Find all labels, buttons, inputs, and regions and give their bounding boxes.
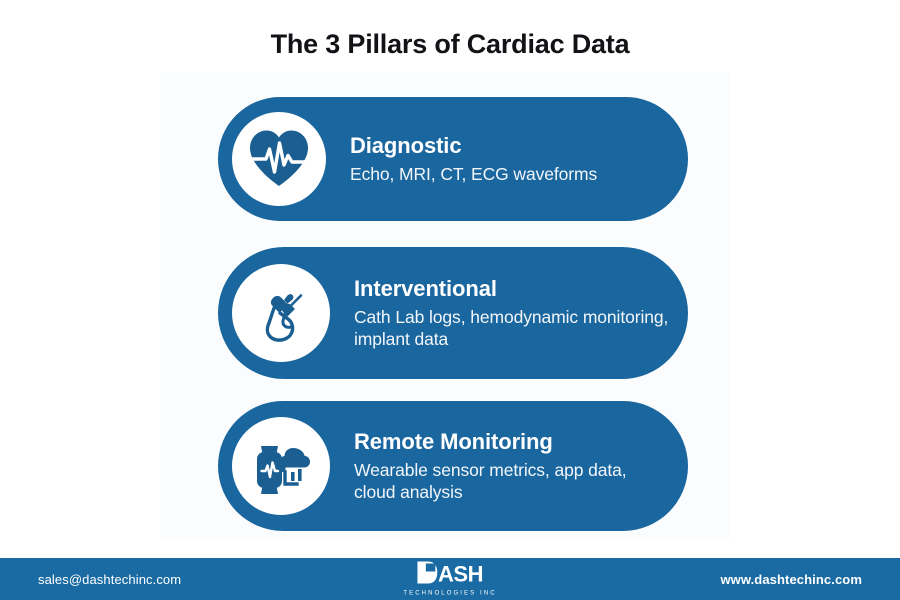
card-title: Interventional (354, 276, 497, 302)
page-title: The 3 Pillars of Cardiac Data (270, 29, 630, 59)
card-description: Cath Lab logs, hemodynamic monitoring, i… (354, 306, 669, 349)
card-description: Wearable sensor metrics, app data, cloud… (354, 459, 627, 502)
pillar-card-list: Diagnostic Echo, MRI, CT, ECG waveforms (218, 97, 688, 531)
footer-bar: sales@dashtechinc.com ASH TECHNOLOGIES I… (0, 558, 900, 600)
card-text-block: Remote Monitoring Wearable sensor metric… (330, 429, 688, 502)
logo-wordmark: ASH (438, 561, 483, 587)
logo-tagline: TECHNOLOGIES INC (403, 590, 497, 597)
pillar-card-remote-monitoring[interactable]: Remote Monitoring Wearable sensor metric… (218, 401, 688, 531)
pillar-card-diagnostic[interactable]: Diagnostic Echo, MRI, CT, ECG waveforms (218, 97, 688, 221)
card-text-block: Interventional Cath Lab logs, hemodynami… (330, 276, 688, 349)
catheter-icon (232, 264, 330, 362)
smartwatch-cloud-icon (232, 417, 330, 515)
dash-logo[interactable]: ASH TECHNOLOGIES INC (403, 561, 497, 597)
pillar-card-interventional[interactable]: Interventional Cath Lab logs, hemodynami… (218, 247, 688, 379)
footer-url[interactable]: www.dashtechinc.com (720, 571, 862, 587)
heart-pulse-icon (232, 112, 326, 206)
footer-email[interactable]: sales@dashtechinc.com (38, 571, 182, 587)
dash-d-icon (417, 561, 438, 588)
logo-row: ASH (403, 561, 496, 588)
card-description: Echo, MRI, CT, ECG waveforms (350, 163, 598, 184)
card-text-block: Diagnostic Echo, MRI, CT, ECG waveforms (326, 133, 688, 184)
card-title: Remote Monitoring (354, 429, 553, 455)
card-title: Diagnostic (350, 133, 462, 159)
